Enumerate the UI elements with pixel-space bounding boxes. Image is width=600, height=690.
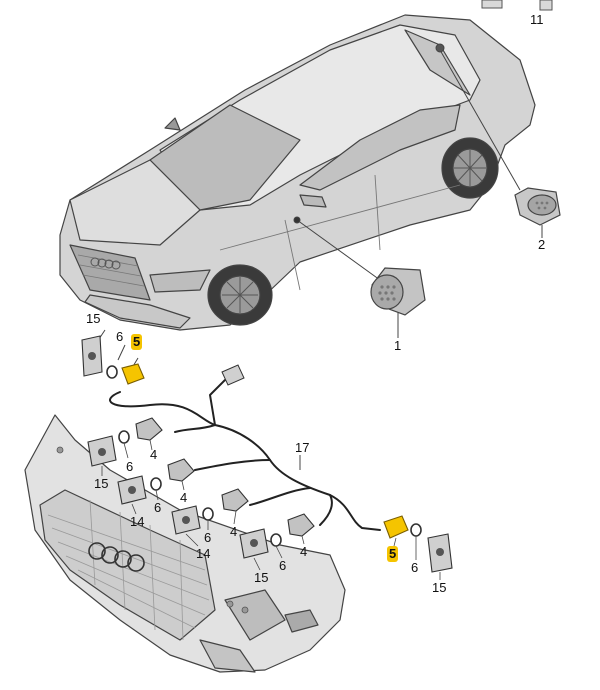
label-4-b: 4 — [180, 490, 188, 505]
speaker-part-1 — [370, 267, 426, 316]
label-2: 2 — [538, 237, 546, 252]
label-15-d: 15 — [432, 580, 447, 595]
car-headlight — [149, 269, 211, 293]
car-logo — [90, 257, 121, 270]
label-1: 1 — [394, 338, 402, 353]
label-14-b: 14 — [196, 546, 211, 561]
wiring-harness-17 — [109, 379, 381, 531]
label-4-d: 4 — [300, 544, 308, 559]
bracket-holes — [88, 352, 444, 556]
car-hood — [69, 159, 201, 246]
partial-part-top — [481, 0, 553, 11]
washers — [106, 365, 422, 547]
label-6-top: 6 — [116, 329, 124, 344]
label-6-e: 6 — [279, 558, 287, 573]
car-side-window — [299, 104, 461, 191]
harness-connector — [221, 364, 245, 386]
label-11: 11 — [530, 12, 544, 27]
car-rear-wheel — [441, 137, 499, 199]
front-bumper — [24, 414, 346, 673]
label-5-top: 5 — [131, 334, 143, 350]
car-front-wheel — [207, 264, 273, 326]
label-6-c: 6 — [154, 500, 162, 515]
car-rear-window — [404, 29, 471, 96]
label-5-bottom: 5 — [387, 546, 399, 562]
parking-sensors — [135, 417, 315, 537]
label-6-b: 6 — [126, 459, 134, 474]
label-15-top: 15 — [86, 311, 101, 326]
car-front-bumper — [84, 294, 191, 329]
label-15-b: 15 — [94, 476, 109, 491]
bottom-leader-lines — [101, 439, 441, 580]
label-4-a: 4 — [150, 447, 158, 462]
speaker-part-2 — [514, 187, 561, 226]
label-4-c: 4 — [230, 524, 238, 539]
bumper-logo — [88, 542, 145, 572]
label-14-a: 14 — [130, 514, 145, 529]
car-mirror — [299, 194, 327, 208]
label-15-c: 15 — [254, 570, 269, 585]
highlighted-sensors — [121, 363, 409, 539]
label-17: 17 — [295, 440, 310, 455]
label-6-f: 6 — [411, 560, 419, 575]
label-6-d: 6 — [204, 530, 212, 545]
car-illustration — [59, 14, 536, 331]
